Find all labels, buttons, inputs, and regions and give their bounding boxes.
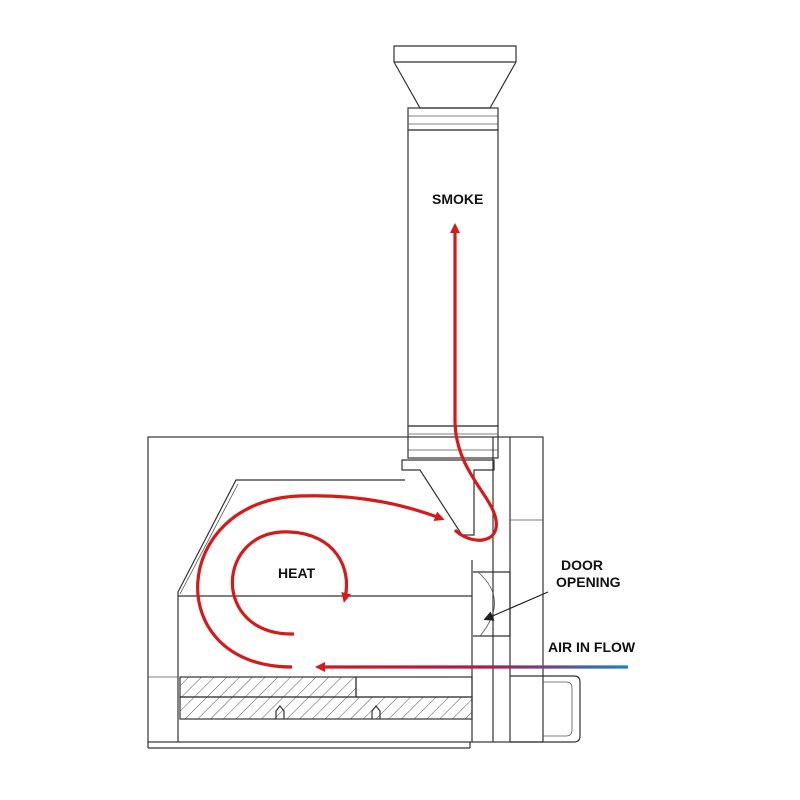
oven-inner-dome: [177, 479, 405, 742]
chimney-cap: [393, 45, 517, 109]
smoke-rising-arrow: [450, 223, 498, 542]
flue-baffle: [401, 459, 495, 536]
flow-arrows: [196, 223, 628, 672]
oven-body: [147, 436, 581, 749]
oven-outer-housing: [147, 436, 544, 743]
ash-tray: [510, 675, 581, 743]
outer-heat-loop-arrow: [196, 494, 445, 669]
smoke-label: SMOKE: [432, 191, 483, 207]
chimney-collar: [407, 107, 499, 131]
heat-label: HEAT: [278, 565, 316, 581]
air-inflow-label: AIR IN FLOW: [548, 639, 636, 655]
door-opening-label-line1: DOOR: [561, 557, 603, 573]
door-opening-frame: [473, 571, 511, 637]
hearth-brick-right: [355, 676, 473, 698]
chimney: [393, 45, 517, 459]
hearth-brick-upper: [179, 676, 357, 698]
door-opening-label-line2: OPENING: [556, 574, 621, 590]
chimney-base-collar: [407, 425, 499, 459]
inner-heat-swirl-arrow: [230, 530, 352, 636]
door-opening-pointer: [483, 591, 549, 621]
hearth-brick-lower: [179, 696, 473, 720]
chimney-pipe: [407, 129, 499, 427]
